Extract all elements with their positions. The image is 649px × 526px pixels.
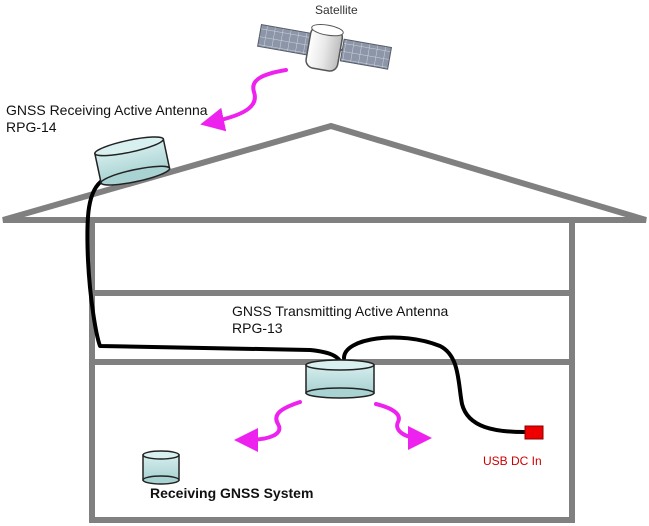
antenna-link-cable [85, 178, 344, 368]
transmitting-antenna-name: GNSS Transmitting Active Antenna [232, 303, 449, 319]
receiving-antenna-label: GNSS Receiving Active Antenna RPG-14 [6, 102, 208, 136]
rebroadcast-signal-arrow-right [374, 402, 432, 450]
rebroadcast-signal-arrow-left [234, 400, 302, 452]
satellite-label: Satellite [315, 3, 358, 17]
satellite-icon [257, 23, 393, 72]
signal-arrows [200, 68, 432, 452]
satellite-signal-arrow [200, 68, 288, 132]
transmitting-antenna-label: GNSS Transmitting Active Antenna RPG-13 [232, 303, 448, 337]
solar-panel-right [339, 38, 393, 70]
receiving-antenna-model: RPG-14 [6, 118, 57, 135]
receiving-gnss-device-icon [142, 450, 180, 485]
receiving-antenna-icon [93, 136, 171, 186]
solar-panel-left [257, 23, 312, 56]
usb-connector-icon [524, 425, 544, 440]
house-walls [89, 217, 575, 523]
usb-power-cable [342, 335, 526, 434]
receiving-system-label: Receiving GNSS System [150, 485, 314, 501]
receiving-antenna-name: GNSS Receiving Active Antenna [6, 102, 208, 118]
cables [85, 178, 526, 434]
transmitting-antenna-icon [305, 359, 375, 399]
usb-dc-in-label: USB DC In [483, 454, 542, 468]
transmitting-antenna-model: RPG-13 [232, 319, 283, 336]
